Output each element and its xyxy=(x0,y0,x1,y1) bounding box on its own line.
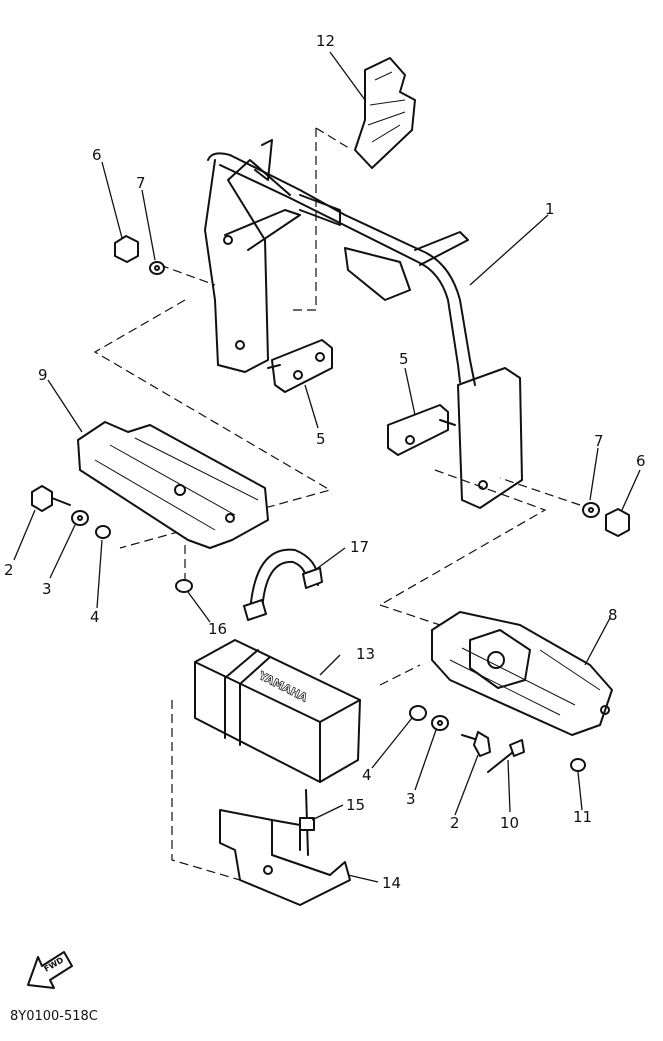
part-10-pin xyxy=(487,739,525,773)
part-3-washer-right xyxy=(431,715,449,731)
callout-11: 11 xyxy=(573,808,592,826)
callout-5-lower: 5 xyxy=(399,350,409,368)
callout-14: 14 xyxy=(382,874,401,892)
callout-6-right: 6 xyxy=(636,452,646,470)
callout-5-upper: 5 xyxy=(316,430,326,448)
part-5-plate-upper xyxy=(267,339,333,393)
callout-16: 16 xyxy=(208,620,227,638)
part-2-bolt-left xyxy=(31,485,71,512)
leader-lines xyxy=(13,51,641,883)
part-11-washer xyxy=(570,758,586,772)
callout-2-left: 2 xyxy=(4,561,14,579)
part-1-carrier-frame xyxy=(204,139,523,509)
callout-3-left: 3 xyxy=(42,580,52,598)
callout-8: 8 xyxy=(608,606,618,624)
part-14-battery-holder xyxy=(219,809,351,906)
fwd-arrow-icon: FWD xyxy=(27,951,73,989)
callout-4-right: 4 xyxy=(362,766,372,784)
part-8-bracket-right xyxy=(431,611,613,736)
part-9-bracket-left xyxy=(77,421,269,549)
part-6-nut-right xyxy=(605,508,630,537)
part-2-bolt-right xyxy=(461,731,491,757)
callout-7-right: 7 xyxy=(594,432,604,450)
callout-10: 10 xyxy=(500,814,519,832)
part-7-washer-right xyxy=(582,502,600,518)
part-7-washer-left xyxy=(149,261,165,275)
callout-labels: 12 1 6 7 9 5 5 7 6 2 3 4 16 17 13 8 4 3 … xyxy=(4,32,646,892)
callout-2-right: 2 xyxy=(450,814,460,832)
callout-15: 15 xyxy=(346,796,365,814)
part-6-nut-left xyxy=(114,235,139,263)
part-13-battery: YAMAHA xyxy=(194,639,361,783)
callout-4-left: 4 xyxy=(90,608,100,626)
part-12-bracket-cover xyxy=(354,57,416,169)
figure-code: 8Y0100-518C xyxy=(10,1009,98,1024)
callout-12: 12 xyxy=(316,32,335,50)
part-15-pin xyxy=(299,789,315,856)
part-5-plate-lower xyxy=(387,404,456,456)
part-16-grommet xyxy=(175,579,193,593)
part-4-washer-left xyxy=(95,525,111,539)
part-4-washer-right xyxy=(409,705,427,721)
callout-13: 13 xyxy=(356,645,375,663)
callout-1: 1 xyxy=(545,200,555,218)
callout-3-right: 3 xyxy=(406,790,416,808)
assembly-dashed-lines xyxy=(93,127,581,881)
part-17-battery-band xyxy=(243,548,323,621)
callout-7-left: 7 xyxy=(136,174,146,192)
callout-17: 17 xyxy=(350,538,369,556)
callout-6-left: 6 xyxy=(92,146,102,164)
part-3-washer-left xyxy=(71,510,89,526)
callout-9: 9 xyxy=(38,366,48,384)
